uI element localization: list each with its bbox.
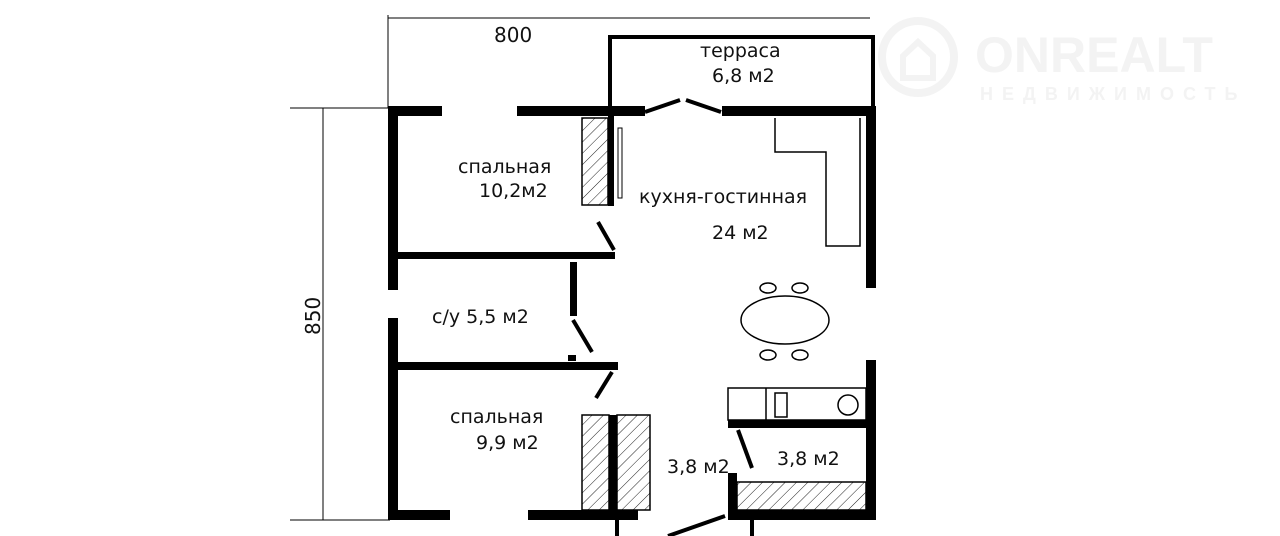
storage1-area: 3,8 м2: [667, 456, 730, 478]
walls: [388, 106, 876, 520]
dimension-lines: [290, 15, 870, 521]
closet-door: [617, 127, 623, 199]
height-dimension: 850: [301, 297, 325, 335]
watermark-subtitle: НЕДВИЖИМОСТЬ: [980, 84, 1246, 104]
watermark-brand: ONREALT: [975, 27, 1213, 83]
bedroom2-name: спальная: [450, 406, 543, 428]
watermark-logo: ONREALT НЕДВИЖИМОСТЬ: [878, 17, 1246, 104]
closet: [581, 414, 610, 511]
bedroom2-area: 9,9 м2: [476, 432, 539, 454]
bedroom1-name: спальная: [458, 156, 551, 178]
closet: [616, 414, 651, 511]
dining-table: [740, 282, 830, 361]
bedroom1-area: 10,2м2: [479, 180, 548, 202]
appliances: [727, 387, 867, 421]
terrace-area: 6,8 м2: [712, 65, 775, 87]
doors: [571, 98, 754, 536]
terrace-outline: [608, 35, 875, 108]
closet: [581, 117, 609, 206]
kitchen-counter: [774, 118, 861, 247]
width-dimension: 800: [494, 23, 532, 47]
kitchen-living-name: кухня-гостинная: [639, 186, 807, 208]
kitchen-living-area: 24 м2: [712, 222, 769, 244]
terrace-name: терраса: [700, 40, 781, 62]
bathroom-label: с/у 5,5 м2: [432, 306, 529, 328]
storage2-area: 3,8 м2: [777, 448, 840, 470]
storage-shelf: [736, 481, 867, 511]
